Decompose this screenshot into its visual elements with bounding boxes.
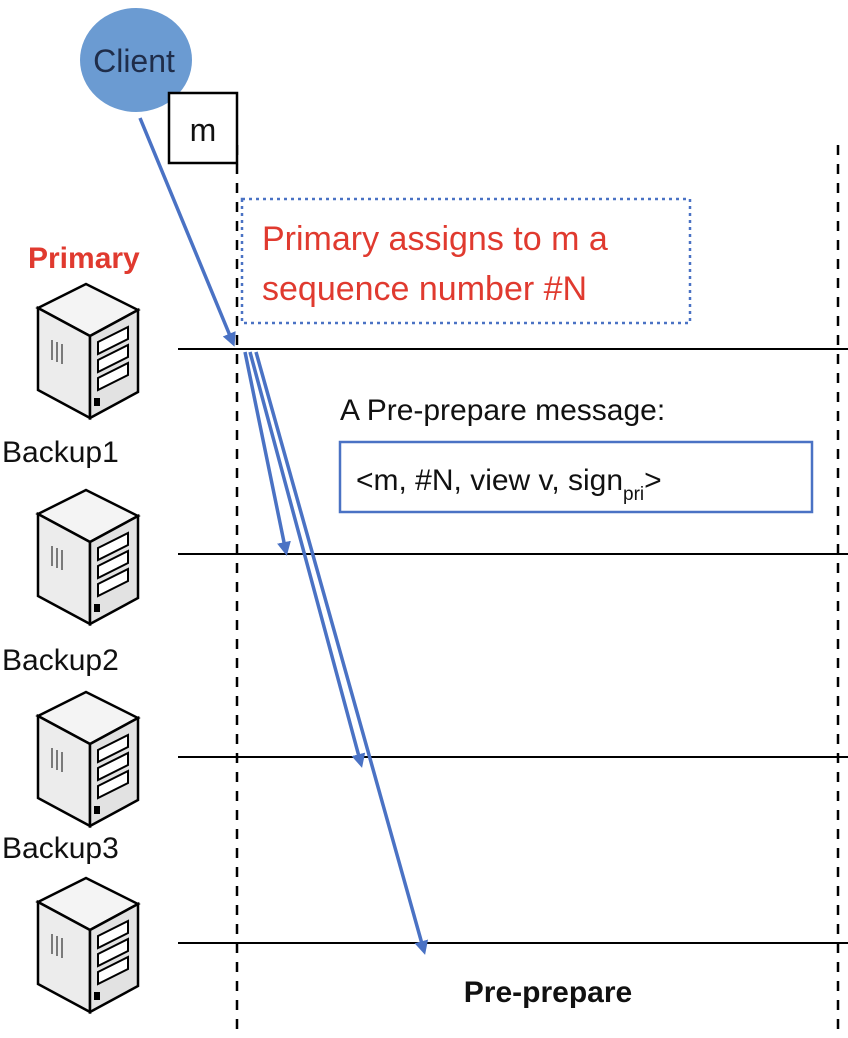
preprepare-message-text: <m, #N, view v, sign bbox=[356, 464, 623, 497]
client-label: Client bbox=[93, 43, 175, 79]
primary-to-backup1-arrow bbox=[243, 351, 291, 556]
backup1-server-icon bbox=[36, 488, 140, 626]
sequence-note-line1: Primary assigns to m a bbox=[262, 220, 608, 258]
primary-server-icon bbox=[36, 282, 140, 420]
phase-label: Pre-prepare bbox=[464, 976, 632, 1009]
backup1-label: Backup1 bbox=[2, 436, 119, 469]
client-to-primary-arrow bbox=[138, 117, 236, 347]
backup2-server-icon bbox=[36, 690, 140, 828]
primary-to-backup2-arrow bbox=[248, 351, 366, 768]
preprepare-caption: A Pre-prepare message: bbox=[340, 394, 665, 427]
preprepare-message-content: <m, #N, view v, signpri> bbox=[356, 464, 662, 505]
backup3-server-icon bbox=[36, 876, 140, 1014]
preprepare-message-subscript: pri bbox=[623, 484, 644, 505]
backup2-label: Backup2 bbox=[2, 644, 119, 677]
preprepare-message-box bbox=[338, 440, 814, 514]
primary-label: Primary bbox=[28, 242, 140, 275]
sequence-note-line2: sequence number #N bbox=[262, 270, 587, 308]
preprepare-message-close: > bbox=[644, 464, 662, 497]
primary-to-backup3-arrow bbox=[254, 351, 429, 955]
backup3-label: Backup3 bbox=[2, 832, 119, 865]
message-label: m bbox=[190, 112, 217, 148]
client-node bbox=[80, 8, 192, 112]
sequence-note-box bbox=[240, 197, 692, 325]
message-box bbox=[167, 91, 239, 165]
